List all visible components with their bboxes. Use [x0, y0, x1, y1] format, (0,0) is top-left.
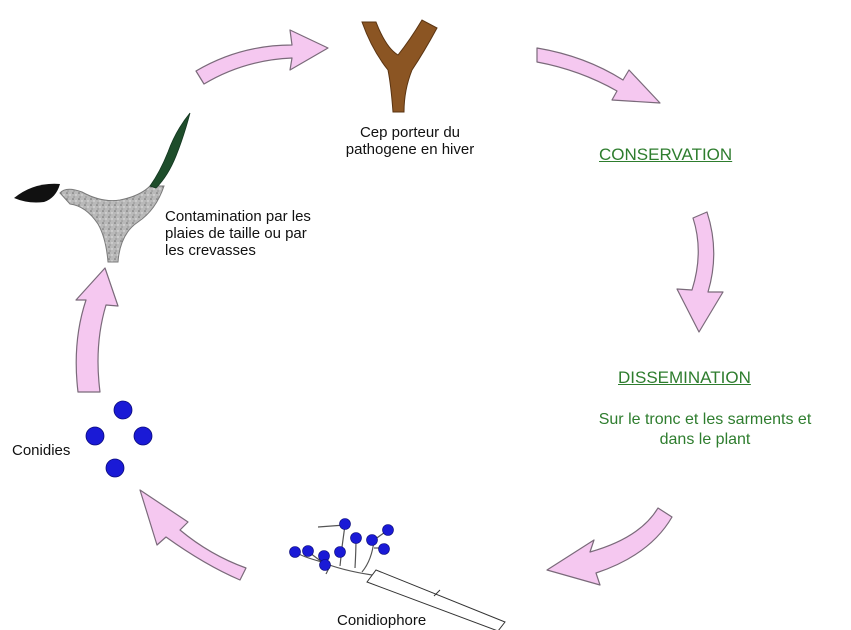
- cep-label-line: Cep porteur du: [359, 124, 461, 141]
- cycle-arrow-top-left: [195, 29, 329, 85]
- conidie-spore-icon: [85, 426, 105, 446]
- contamination-label-line: Contamination par les: [165, 208, 311, 225]
- pruning-cut-icon: [14, 183, 60, 203]
- dissemination-heading: DISSEMINATION: [618, 368, 751, 387]
- cep-label-line: pathogene en hiver: [345, 141, 475, 158]
- dissemination-detail-line: Sur le tronc et les sarments et: [598, 411, 812, 428]
- conidie-spore-icon: [113, 400, 133, 420]
- vine-trunk-icon: [361, 19, 438, 113]
- conservation-heading: CONSERVATION: [599, 145, 733, 164]
- conidie-spore-icon: [133, 426, 153, 446]
- contamination-label: Contamination par les plaies de taille o…: [165, 208, 311, 259]
- conidiophore-icon: [289, 518, 506, 630]
- cycle-arrow-bottom-left: [139, 489, 247, 581]
- conidie-spore-icon: [105, 458, 125, 478]
- cycle-arrow-left: [75, 267, 119, 393]
- wound-trunk-icon: [59, 185, 165, 263]
- contamination-label-line: plaies de taille ou par: [165, 225, 307, 242]
- dissemination-detail-line: dans le plant: [659, 431, 751, 448]
- leaf-icon: [149, 112, 191, 189]
- cycle-arrow-top-right: [536, 47, 661, 104]
- cycle-arrow-bottom-right: [546, 507, 673, 586]
- contamination-label-line: les crevasses: [165, 242, 256, 259]
- conidiophore-label: Conidiophore: [337, 612, 427, 629]
- dissemination-detail: Sur le tronc et les sarments et dans le …: [560, 410, 850, 450]
- cep-label: Cep porteur du pathogene en hiver: [330, 124, 490, 158]
- cycle-arrow-right: [676, 211, 724, 333]
- conidies-label: Conidies: [12, 442, 71, 459]
